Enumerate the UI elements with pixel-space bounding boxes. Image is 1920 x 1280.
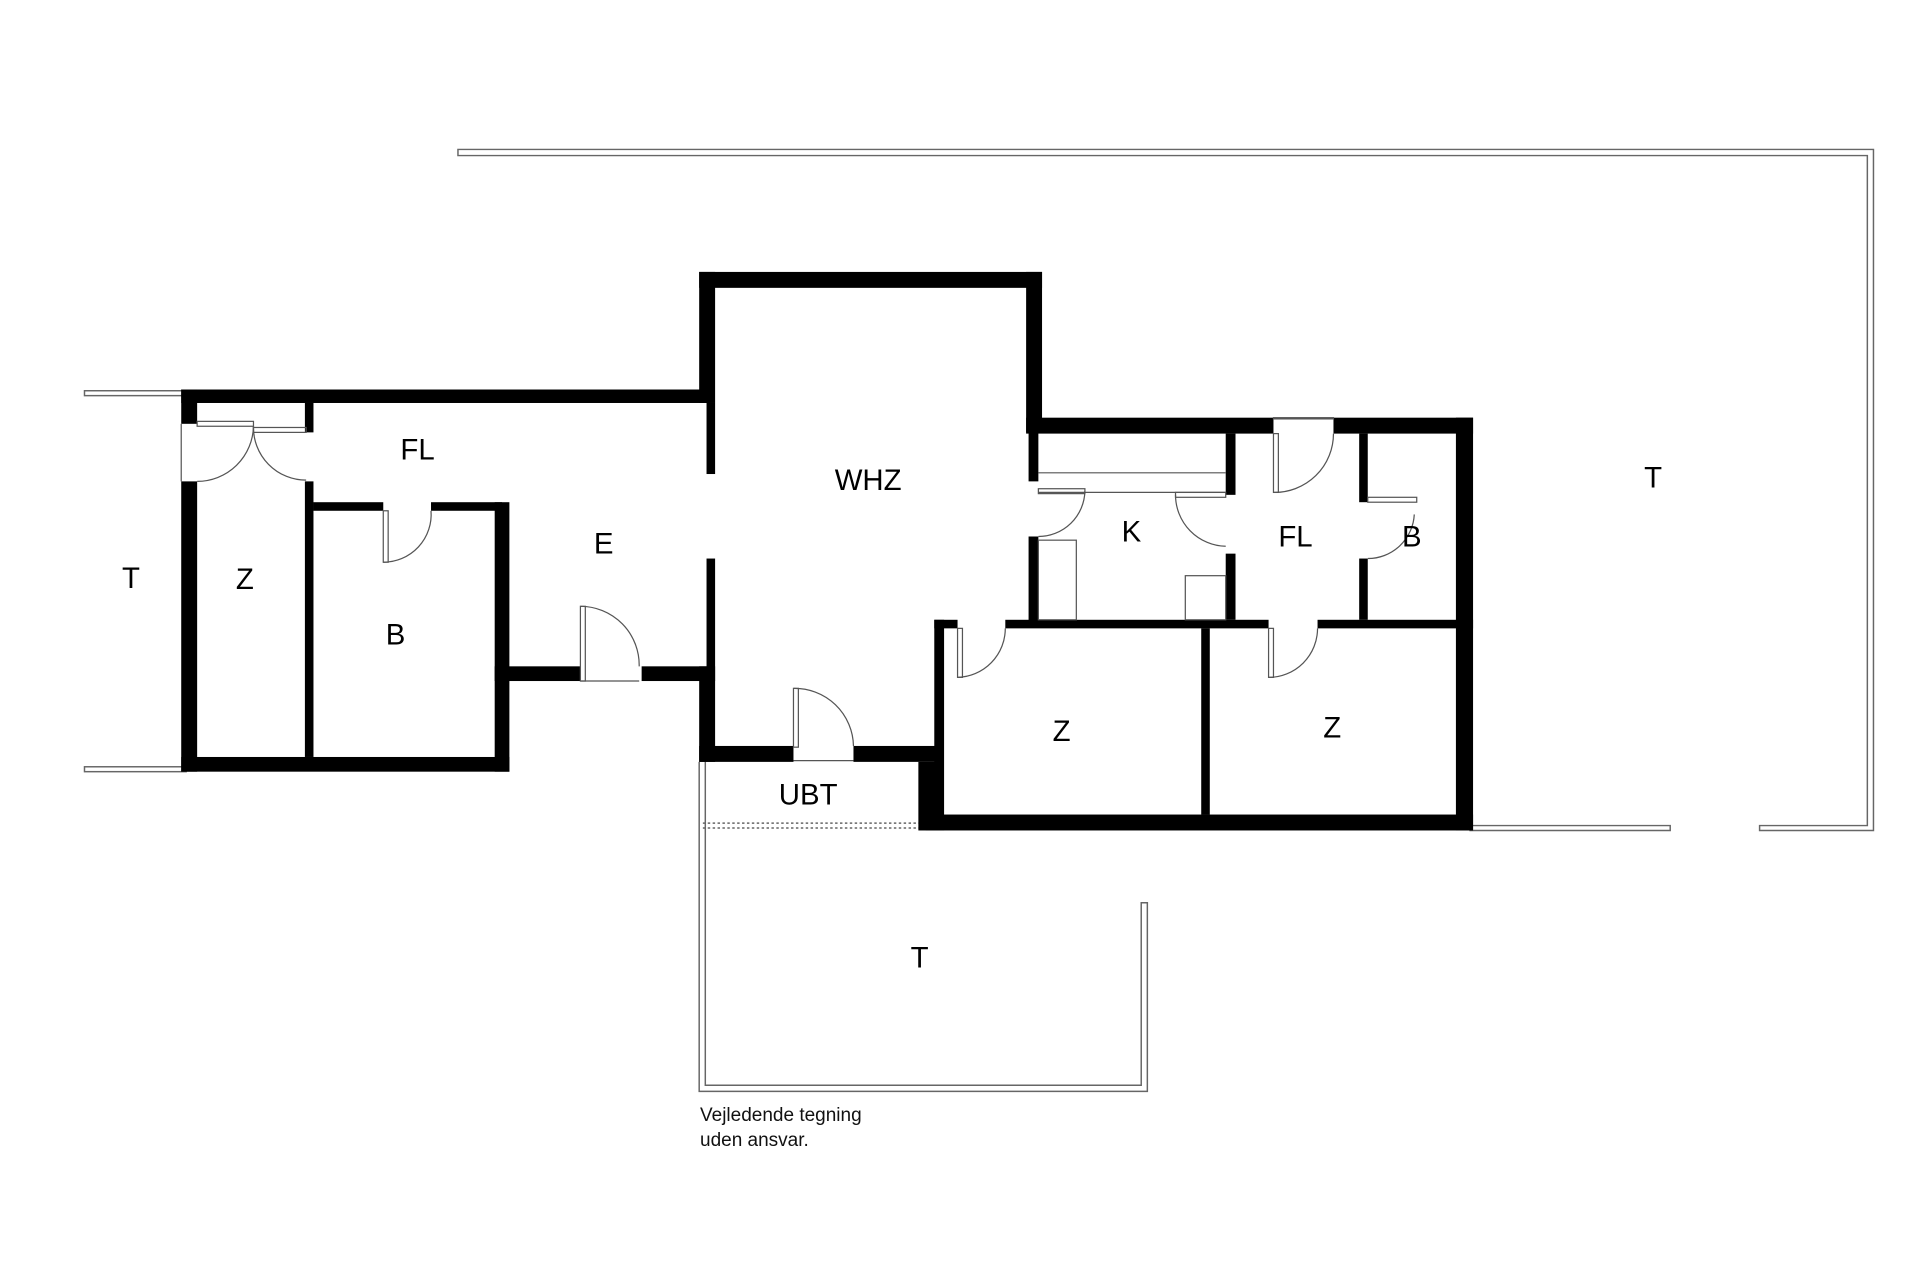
- label-whz-living: WHZ: [835, 464, 902, 497]
- label-terrace-left: T: [122, 562, 140, 595]
- label-z-middle: Z: [1053, 715, 1071, 748]
- label-terrace-right: T: [1644, 461, 1662, 494]
- label-b-left: B: [386, 618, 406, 651]
- label-fl-right: FL: [1278, 520, 1312, 553]
- room-labels: T Z FL B E WHZ K FL B Z Z UBT T T: [122, 433, 1662, 974]
- label-ubt: UBT: [779, 779, 838, 812]
- label-e-entrance: E: [594, 528, 614, 561]
- label-z-left: Z: [236, 563, 254, 596]
- disclaimer-line-1: Vejledende tegning: [700, 1105, 862, 1126]
- disclaimer-line-2: uden ansvar.: [700, 1130, 809, 1151]
- doors-and-fixtures: [180, 417, 1418, 762]
- disclaimer-note: Vejledende tegning uden ansvar.: [700, 1103, 862, 1153]
- label-z-right: Z: [1323, 711, 1341, 744]
- label-b-right: B: [1402, 520, 1422, 553]
- label-k-kitchen: K: [1122, 515, 1142, 548]
- label-fl-left: FL: [400, 433, 434, 466]
- terrace-outlines: [83, 148, 1875, 1093]
- label-terrace-bottom: T: [911, 942, 929, 975]
- exterior-walls: [181, 271, 1474, 831]
